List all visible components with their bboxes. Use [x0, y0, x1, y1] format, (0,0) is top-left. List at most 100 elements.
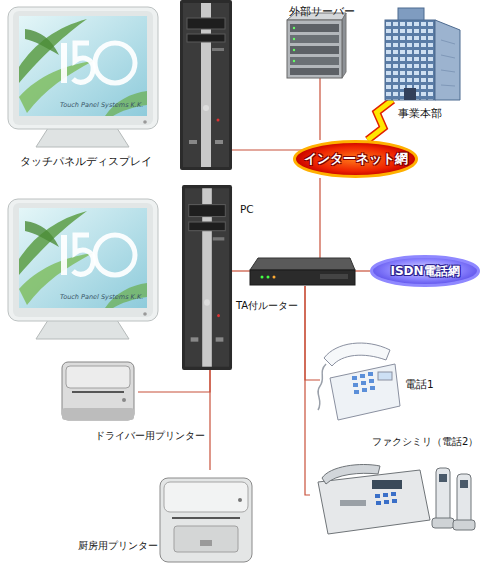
server-illustration — [293, 60, 295, 62]
server-illustration — [342, 13, 346, 78]
network-cloud: ISDN電話網 — [370, 255, 480, 287]
fax-illustration — [432, 518, 454, 528]
building-illustration — [385, 20, 435, 100]
server-illustration — [290, 68, 339, 75]
office-node: 事業本部 — [385, 5, 460, 100]
building-illustration — [441, 85, 455, 86]
router-node: TA付ルーター — [250, 258, 355, 286]
pc-node: PC — [182, 185, 232, 370]
server-illustration — [287, 20, 342, 78]
telephone-illustration — [370, 386, 375, 390]
fax-illustration — [453, 520, 475, 530]
screen-brand-text: Touch Panel Systems K.K. — [60, 293, 143, 301]
lightning-core — [368, 100, 393, 140]
kitchen-printer-illustration — [160, 478, 252, 562]
network-wire — [319, 178, 320, 258]
fax-illustration — [384, 500, 389, 504]
telephone-illustration — [330, 364, 400, 420]
server-illustration — [293, 49, 295, 51]
network-wire — [355, 270, 370, 271]
telephone-illustration — [360, 374, 365, 378]
network-wire — [232, 270, 250, 271]
network-wire — [232, 149, 302, 150]
device-caption: 事業本部 — [398, 107, 442, 120]
kitchen-printer-illustration — [164, 482, 248, 512]
network-wire — [305, 286, 320, 380]
fax-illustration — [439, 474, 447, 482]
server-illustration — [293, 27, 295, 29]
pc-tower — [182, 185, 232, 370]
fax-illustration — [372, 480, 402, 489]
device-caption: 電話1 — [405, 378, 434, 391]
router-illustration — [261, 276, 264, 279]
building-illustration — [441, 70, 455, 72]
fax-node: ファクシミリ（電話2） — [310, 455, 475, 535]
telephone-illustration — [353, 383, 358, 387]
receipt-printer-illustration — [122, 398, 126, 402]
network-wire — [305, 286, 310, 495]
lightning-link — [368, 100, 393, 140]
router-illustration — [320, 274, 348, 279]
display-node: タッチパネルディスプレイ — [5, 5, 160, 147]
pc-tower — [180, 0, 232, 170]
device-caption: ファクシミリ（電話2） — [372, 436, 478, 448]
fax-illustration — [375, 494, 380, 498]
touch-panel-display — [8, 7, 158, 147]
telephone-illustration — [362, 388, 367, 392]
server-node: 外部サーバー — [287, 20, 342, 78]
printer-node: ドライバー用プリンター — [58, 355, 138, 425]
device-caption: ドライバー用プリンター — [95, 430, 205, 442]
telephone-illustration — [378, 372, 392, 380]
server-illustration — [290, 35, 339, 43]
kitchen-printer-illustration — [160, 478, 252, 562]
router-illustration — [250, 270, 355, 285]
building-illustration — [385, 8, 460, 100]
fax-illustration — [322, 465, 380, 485]
printer-node: 厨房用プリンター — [155, 470, 255, 562]
text-holder: インターネット網 — [293, 140, 418, 178]
server-illustration — [290, 24, 339, 32]
kitchen-printer-illustration — [174, 526, 238, 552]
telephone-illustration — [318, 364, 326, 410]
ellipse-shape — [372, 257, 479, 286]
fax-illustration — [340, 500, 366, 506]
telephone-illustration — [369, 379, 374, 383]
building-illustration — [435, 20, 460, 100]
telephone-illustration — [361, 381, 366, 385]
text-holder: ISDN電話網 — [370, 255, 480, 287]
telephone-illustration — [352, 376, 357, 380]
telephone-illustration — [324, 343, 390, 366]
fax-illustration — [318, 465, 475, 535]
fax-illustration — [391, 492, 396, 496]
server-illustration — [290, 46, 339, 54]
fax-illustration — [392, 499, 397, 503]
router-illustration — [250, 258, 355, 285]
telephone-illustration — [354, 390, 359, 394]
server-illustration — [287, 13, 346, 78]
ellipse-shape — [295, 142, 417, 177]
network-label: ISDN電話網 — [390, 263, 459, 280]
touch-panel-display — [8, 199, 158, 339]
router-illustration — [273, 276, 276, 279]
telephone-illustration — [318, 343, 400, 420]
network-wire — [209, 370, 210, 470]
router-illustration — [250, 258, 355, 270]
server-illustration — [293, 38, 295, 40]
receipt-printer-illustration — [66, 366, 130, 388]
device-caption: 厨房用プリンター — [78, 540, 158, 552]
device-caption: 外部サーバー — [289, 5, 355, 18]
fax-illustration — [436, 468, 450, 524]
fax-illustration — [318, 470, 430, 534]
kitchen-printer-illustration — [238, 498, 242, 502]
receipt-printer-illustration — [62, 362, 134, 420]
kitchen-printer-illustration — [200, 540, 212, 546]
device-caption: タッチパネルディスプレイ — [20, 155, 152, 168]
lightning-outline — [368, 100, 393, 140]
device-caption: TA付ルーター — [236, 300, 298, 312]
building-illustration — [404, 88, 416, 100]
receipt-printer-illustration — [62, 408, 134, 420]
telephone-illustration — [368, 372, 373, 376]
network-label: インターネット網 — [304, 150, 408, 168]
kitchen-printer-illustration — [172, 517, 240, 519]
